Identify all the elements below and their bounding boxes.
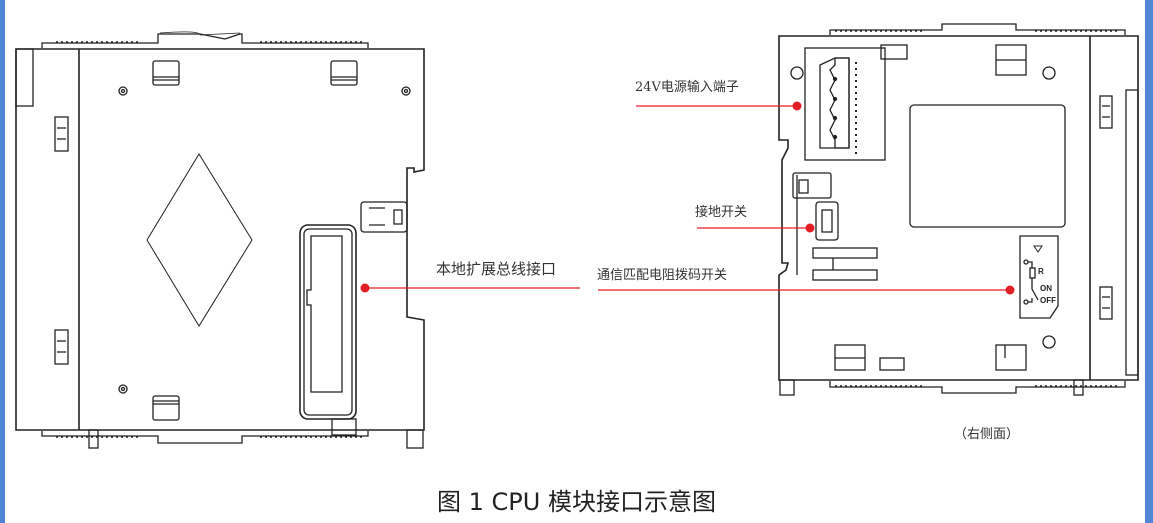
- callout-dot-power: [792, 101, 802, 111]
- switch-label-on: ON: [1040, 284, 1052, 293]
- frame-border-right: [1145, 0, 1153, 523]
- callout-dot-ground: [805, 223, 815, 233]
- callout-dot-termination: [1005, 285, 1015, 295]
- figure-caption: 图 1 CPU 模块接口示意图: [437, 488, 716, 516]
- label-ground-switch: 接地开关: [695, 205, 748, 220]
- switch-label-off: OFF: [1040, 296, 1056, 305]
- right-side-view-note: （右侧面）: [954, 427, 1020, 442]
- callout-dot-local-bus: [360, 283, 370, 293]
- switch-label-r: R: [1038, 267, 1044, 276]
- label-local-bus-interface: 本地扩展总线接口: [436, 260, 557, 278]
- left-module-view: [15, 31, 425, 449]
- frame-border-left: [0, 0, 5, 523]
- right-module-view: [778, 23, 1139, 396]
- label-termination-dip-switch: 通信匹配电阻拨码开关: [597, 268, 728, 283]
- label-24v-power-terminal: 24V电源输入端子: [635, 80, 739, 95]
